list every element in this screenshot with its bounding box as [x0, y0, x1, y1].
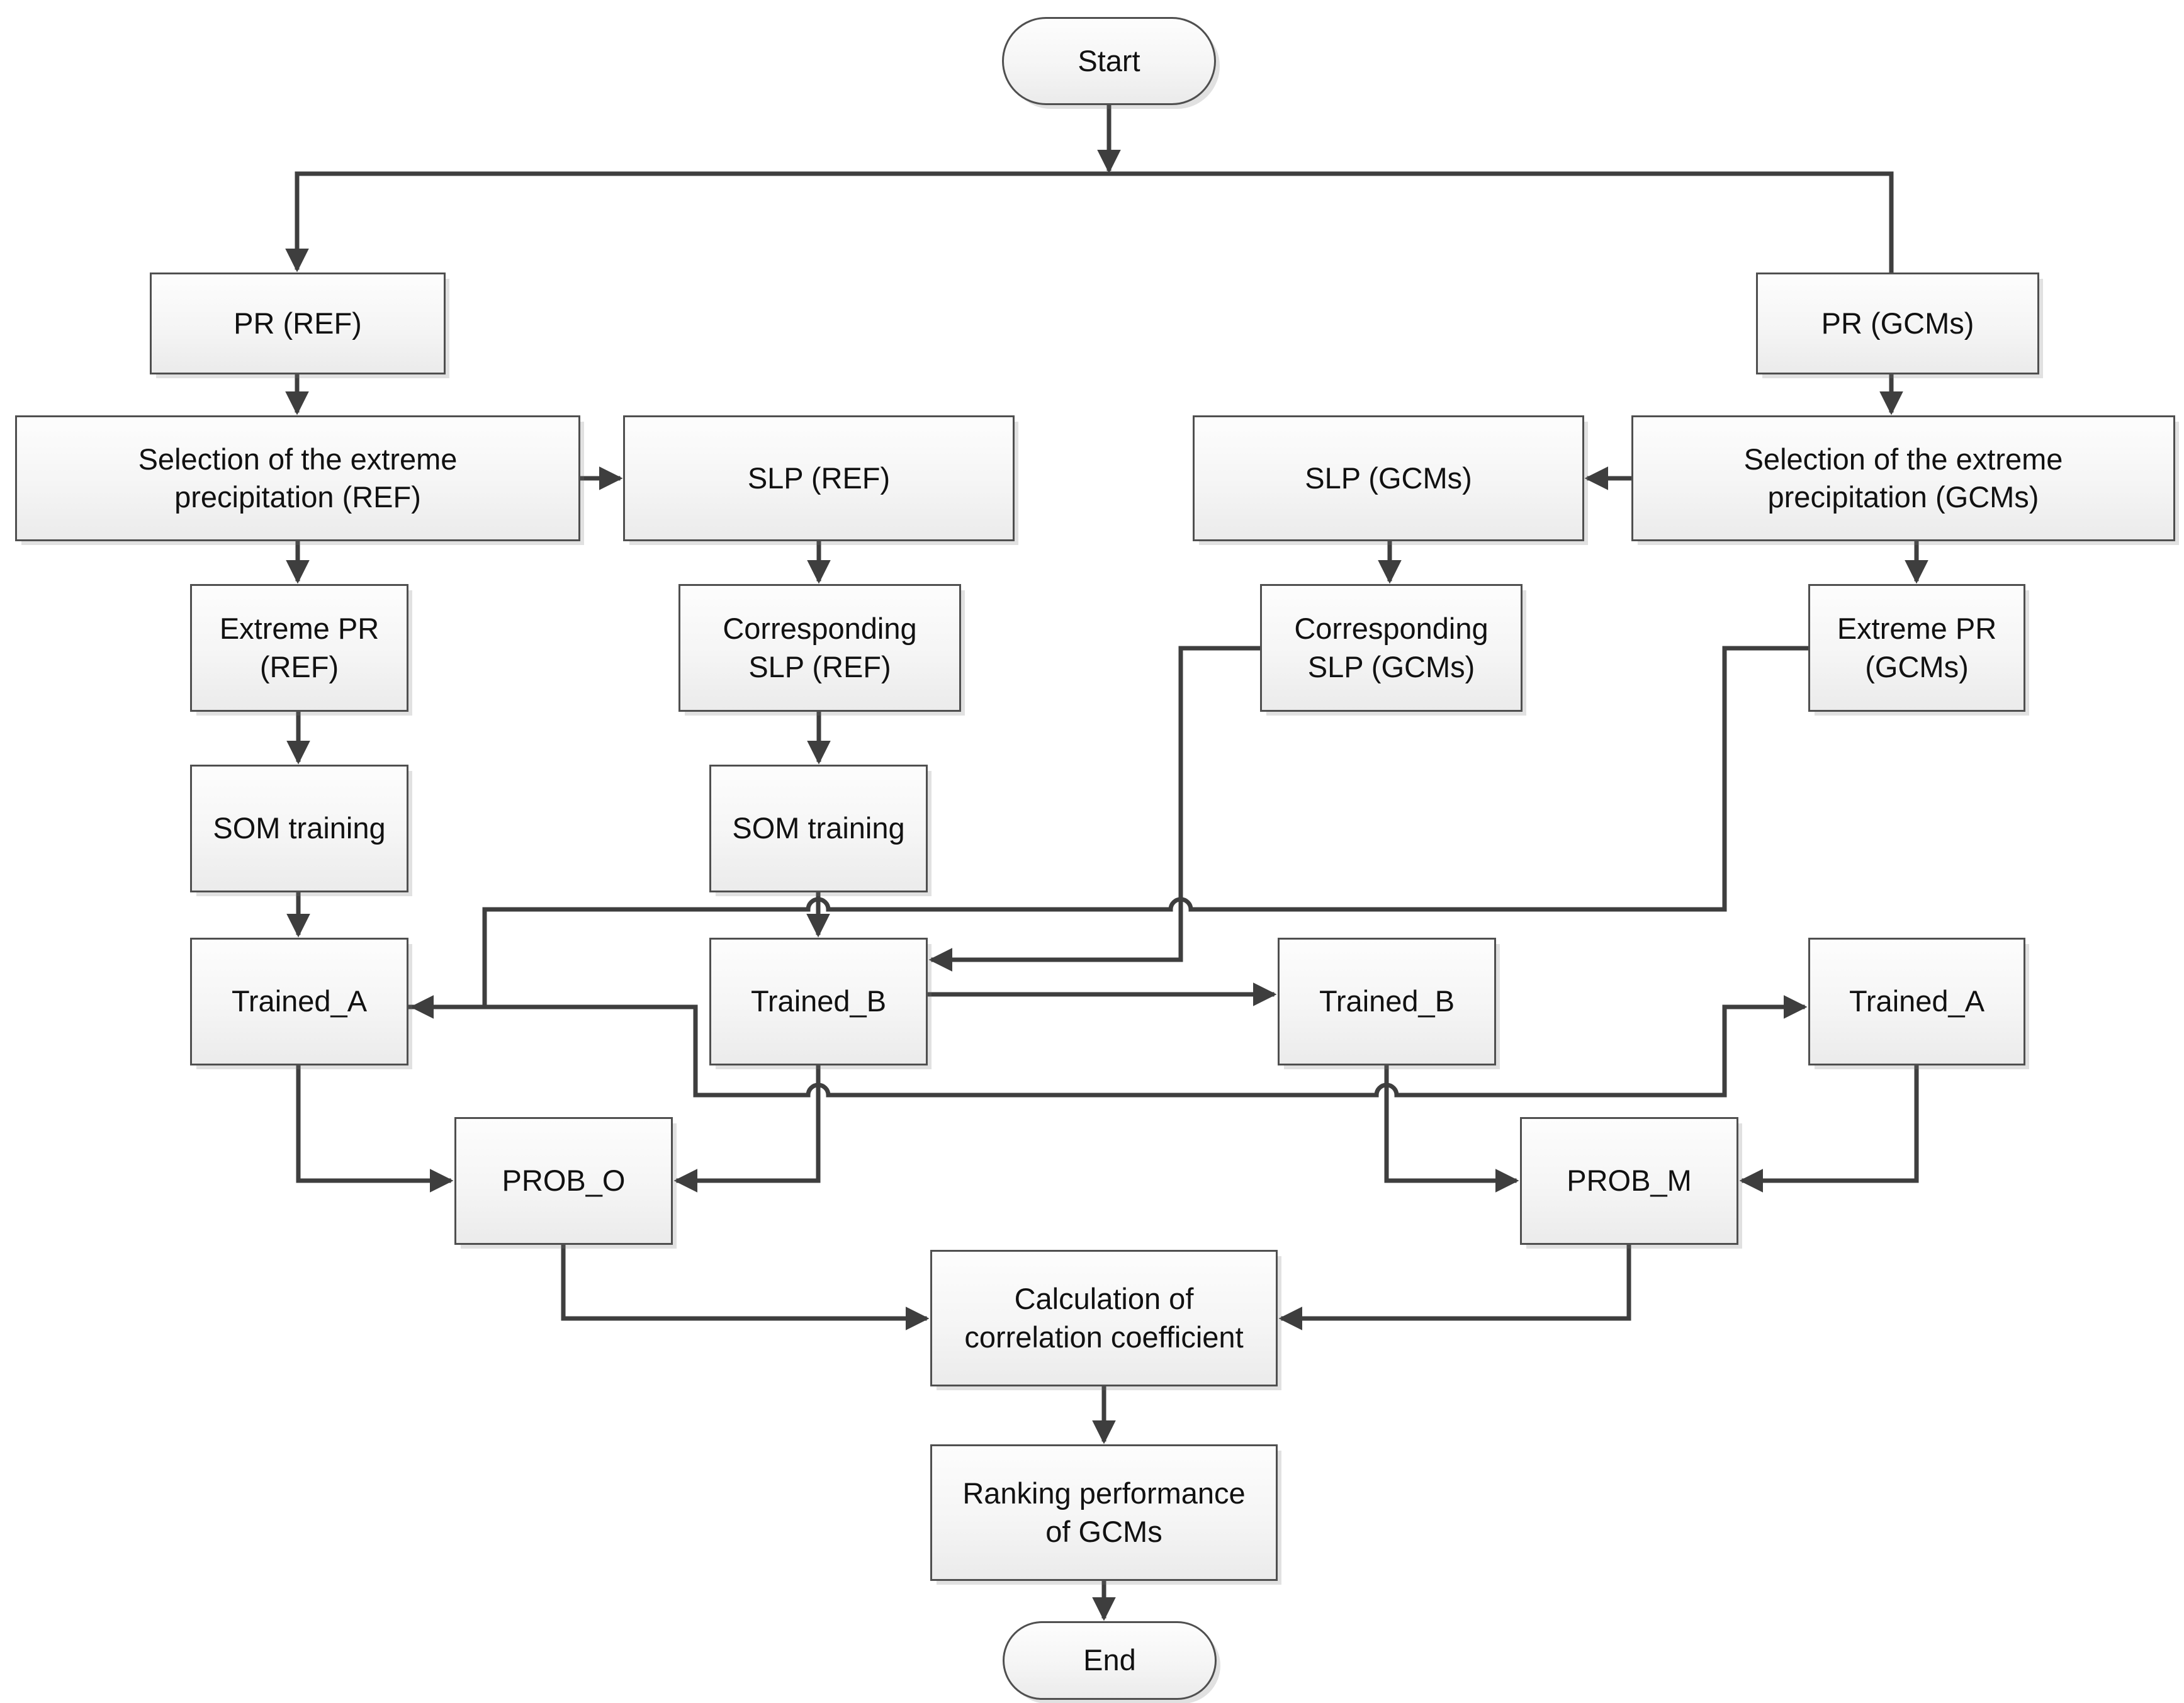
edge-corr-gcms-to-trained-b2	[928, 646, 1263, 972]
node-label: SLP (REF)	[747, 461, 891, 495]
node-trained-a4: Trained_A	[1808, 938, 2025, 1065]
node-slp-gcms: SLP (GCMs)	[1193, 415, 1584, 541]
node-label: Trained_A	[231, 984, 368, 1018]
node-label: PROB_O	[502, 1164, 626, 1198]
node-prob-o: PROB_O	[454, 1117, 673, 1245]
edge-prob-o-to-calc	[561, 1242, 930, 1330]
node-label: Corresponding SLP (GCMs)	[1294, 612, 1489, 683]
node-sel-ref: Selection of the extreme precipitation (…	[15, 415, 580, 541]
edge-trained-a4-to-prob-m	[1739, 1063, 1919, 1193]
edge-trained-a1-to-prob-o	[296, 1063, 454, 1193]
node-label: PR (GCMs)	[1821, 306, 1974, 340]
node-slp-ref: SLP (REF)	[623, 415, 1015, 541]
node-label: Selection of the extreme precipitation (…	[138, 442, 458, 514]
node-label: Corresponding SLP (REF)	[723, 612, 917, 683]
node-corr-slp-ref: Corresponding SLP (REF)	[678, 584, 961, 712]
node-end: End	[1003, 1621, 1217, 1700]
node-pr-gcms: PR (GCMs)	[1756, 273, 2039, 374]
edge-ext-gcms-to-trained-a1	[410, 646, 1811, 1019]
node-start: Start	[1002, 17, 1216, 105]
node-ext-pr-gcms: Extreme PR (GCMs)	[1808, 584, 2025, 712]
node-label: Selection of the extreme precipitation (…	[1743, 442, 2063, 514]
node-label: PROB_M	[1567, 1164, 1692, 1198]
node-trained-b2: Trained_B	[709, 938, 928, 1065]
node-trained-a1: Trained_A	[190, 938, 408, 1065]
node-prob-m: PROB_M	[1520, 1117, 1738, 1245]
node-label: Calculation of correlation coefficient	[964, 1282, 1244, 1354]
node-label: Ranking performance of GCMs	[962, 1476, 1246, 1548]
edge-trained-b2-to-prob-o	[673, 1063, 821, 1193]
node-som-left: SOM training	[190, 765, 408, 892]
node-ranking: Ranking performance of GCMs	[930, 1444, 1278, 1581]
node-trained-b3: Trained_B	[1278, 938, 1496, 1065]
edge-prob-m-to-calc	[1278, 1242, 1631, 1330]
edge-trained-a1-to-a4	[406, 995, 1808, 1098]
node-label: Trained_B	[1319, 984, 1455, 1018]
edge-trained-b3-to-prob-m	[1384, 1063, 1519, 1193]
node-corr-slp-gcms: Corresponding SLP (GCMs)	[1260, 584, 1523, 712]
node-label: Trained_A	[1849, 984, 1985, 1018]
node-pr-ref: PR (REF)	[150, 273, 446, 374]
node-label: PR (REF)	[234, 306, 362, 340]
node-label: Start	[1078, 43, 1140, 77]
node-label: Trained_B	[750, 984, 887, 1018]
node-label: SOM training	[213, 811, 386, 845]
node-som-mid: SOM training	[709, 765, 928, 892]
node-label: SOM training	[732, 811, 905, 845]
node-label: Extreme PR (REF)	[219, 612, 380, 683]
node-sel-gcms: Selection of the extreme precipitation (…	[1631, 415, 2175, 541]
node-ext-pr-ref: Extreme PR (REF)	[190, 584, 408, 712]
node-label: SLP (GCMs)	[1305, 461, 1472, 495]
node-calc: Calculation of correlation coefficient	[930, 1250, 1278, 1386]
node-label: Extreme PR (GCMs)	[1837, 612, 1997, 683]
node-label: End	[1083, 1643, 1136, 1677]
